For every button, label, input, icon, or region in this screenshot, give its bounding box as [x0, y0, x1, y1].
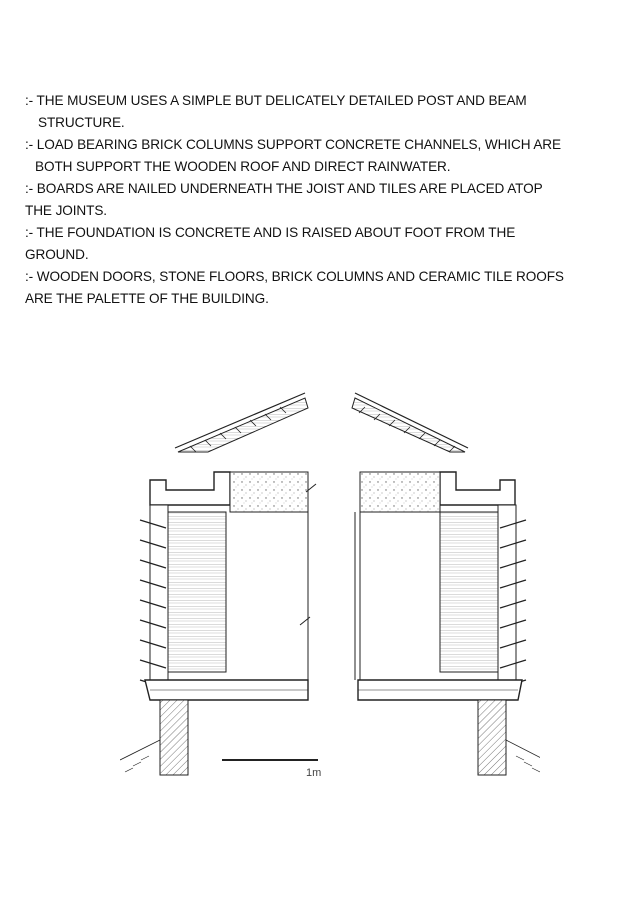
text-line-2: STRUCTURE.	[38, 115, 125, 130]
text-line-7: :- THE FOUNDATION IS CONCRETE AND IS RAI…	[25, 225, 516, 240]
text-line-1: :- THE MUSEUM USES A SIMPLE BUT DELICATE…	[25, 93, 527, 108]
section-drawing: 1m	[120, 392, 540, 779]
left-section	[120, 392, 317, 776]
left-roof	[177, 397, 309, 453]
text-line-8: GROUND.	[25, 247, 89, 262]
right-roof	[351, 397, 466, 453]
body-text: :- THE MUSEUM USES A SIMPLE BUT DELICATE…	[25, 90, 630, 310]
right-section	[351, 392, 540, 776]
text-line-9: :- WOODEN DOORS, STONE FLOORS, BRICK COL…	[25, 269, 564, 284]
text-line-10: ARE THE PALETTE OF THE BUILDING.	[25, 291, 269, 306]
scale-label: 1m	[306, 767, 321, 779]
text-line-3: :- LOAD BEARING BRICK COLUMNS SUPPORT CO…	[25, 137, 561, 152]
text-line-5: :- BOARDS ARE NAILED UNDERNEATH THE JOIS…	[25, 181, 543, 196]
text-line-4: BOTH SUPPORT THE WOODEN ROOF AND DIRECT …	[35, 159, 451, 174]
text-line-6: THE JOINTS.	[25, 203, 107, 218]
